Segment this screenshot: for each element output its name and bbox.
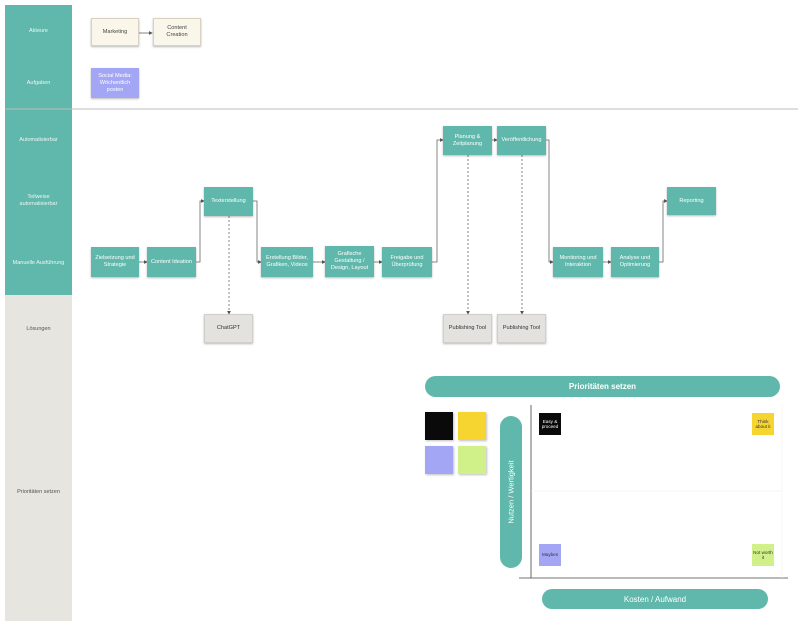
node-label: Texterstellung bbox=[211, 198, 246, 204]
node-label: Analyse und Optimierung bbox=[619, 255, 651, 268]
note-label: Easy & proceed bbox=[541, 418, 559, 430]
node-label: Content Ideation bbox=[150, 258, 193, 265]
y-axis-pill: Nutzen / Wertigkeit bbox=[500, 416, 522, 568]
node-label: Freigabe und Überprüfung bbox=[390, 255, 424, 268]
priority-title-pill: Prioritäten setzen bbox=[425, 376, 780, 397]
node-label: Publishing Tool bbox=[502, 325, 541, 331]
node-label: Veröffentlichung bbox=[501, 137, 542, 143]
node-freigabe[interactable]: Freigabe und Überprüfung bbox=[382, 247, 432, 277]
lane-label: Aufgaben bbox=[26, 79, 51, 86]
node-label: Social Media: Wöchentlich posten bbox=[98, 72, 132, 93]
node-label: Erstellung Bilder, Grafiken, Videos bbox=[266, 255, 308, 268]
sticky-lime[interactable] bbox=[458, 446, 486, 474]
node-planung[interactable]: Planung & Zeitplanung bbox=[443, 126, 492, 155]
note-maybes[interactable]: Maybes bbox=[539, 544, 561, 566]
node-label: Zielsetzung und Strategie bbox=[95, 255, 135, 268]
lane-label: Automatisierbar bbox=[19, 136, 58, 143]
node-monitoring[interactable]: Monitoring und Interaktion bbox=[553, 247, 603, 277]
lane-label: Lösungen bbox=[26, 325, 51, 332]
node-grafische-gestaltung[interactable]: Grafische Gestaltung / Design, Layout bbox=[325, 246, 374, 277]
lane-loesungen: Lösungen bbox=[5, 295, 72, 363]
lane-manuell: Manuelle Ausführung bbox=[5, 231, 72, 295]
lane-prioritaeten: Prioritäten setzen bbox=[5, 363, 72, 621]
lane-automatisierbar: Automatisierbar bbox=[5, 109, 72, 171]
lane-akteure: Akteure bbox=[5, 5, 72, 57]
node-label: Content Creation bbox=[166, 25, 188, 38]
note-label: Maybes bbox=[541, 552, 559, 558]
node-publishing-tool[interactable]: Publishing Tool bbox=[497, 314, 546, 343]
node-chatgpt[interactable]: ChatGPT bbox=[204, 314, 253, 343]
node-content-creation[interactable]: Content Creation bbox=[153, 18, 201, 46]
sticky-black[interactable] bbox=[425, 412, 453, 440]
lane-label: Manuelle Ausführung bbox=[12, 259, 65, 266]
node-analyse[interactable]: Analyse und Optimierung bbox=[611, 247, 659, 277]
node-content-ideation[interactable]: Content Ideation bbox=[147, 247, 196, 277]
lane-label: Teilweise automatisierbar bbox=[19, 194, 58, 207]
note-not-worth-it[interactable]: Not worth it bbox=[752, 544, 774, 566]
x-axis-pill: Kosten / Aufwand bbox=[542, 589, 768, 609]
node-veroeffentlichung[interactable]: Veröffentlichung bbox=[497, 126, 546, 155]
node-zielsetzung[interactable]: Zielsetzung und Strategie bbox=[91, 247, 139, 277]
note-think-about-it[interactable]: Think about it bbox=[752, 413, 774, 435]
node-texterstellung[interactable]: Texterstellung bbox=[204, 187, 253, 216]
node-label: Reporting bbox=[679, 197, 704, 204]
node-label: Marketing bbox=[102, 28, 128, 35]
lane-aufgaben: Aufgaben bbox=[5, 57, 72, 109]
lane-label: Akteure bbox=[29, 27, 48, 34]
lane-teilweise: Teilweise automatisierbar bbox=[5, 171, 72, 231]
node-label: Publishing Tool bbox=[448, 325, 487, 331]
node-erstellung-bilder[interactable]: Erstellung Bilder, Grafiken, Videos bbox=[261, 247, 313, 277]
node-label: ChatGPT bbox=[216, 325, 241, 331]
node-label: Monitoring und Interaktion bbox=[559, 255, 597, 268]
lane-label: Prioritäten setzen bbox=[17, 488, 60, 495]
note-label: Not worth it bbox=[753, 549, 773, 561]
note-easy-proceed[interactable]: Easy & proceed bbox=[539, 413, 561, 435]
x-axis-label: Kosten / Aufwand bbox=[623, 594, 687, 604]
sticky-yellow[interactable] bbox=[458, 412, 486, 440]
priority-title: Prioritäten setzen bbox=[568, 382, 637, 391]
node-marketing[interactable]: Marketing bbox=[91, 18, 139, 46]
note-label: Think about it bbox=[755, 418, 771, 430]
node-publishing-tool[interactable]: Publishing Tool bbox=[443, 314, 492, 343]
node-label: Grafische Gestaltung / Design, Layout bbox=[330, 251, 369, 271]
node-aufgabe-social-media[interactable]: Social Media: Wöchentlich posten bbox=[91, 68, 139, 98]
sticky-lavender[interactable] bbox=[425, 446, 453, 474]
node-reporting[interactable]: Reporting bbox=[667, 187, 716, 215]
node-label: Planung & Zeitplanung bbox=[452, 133, 483, 147]
